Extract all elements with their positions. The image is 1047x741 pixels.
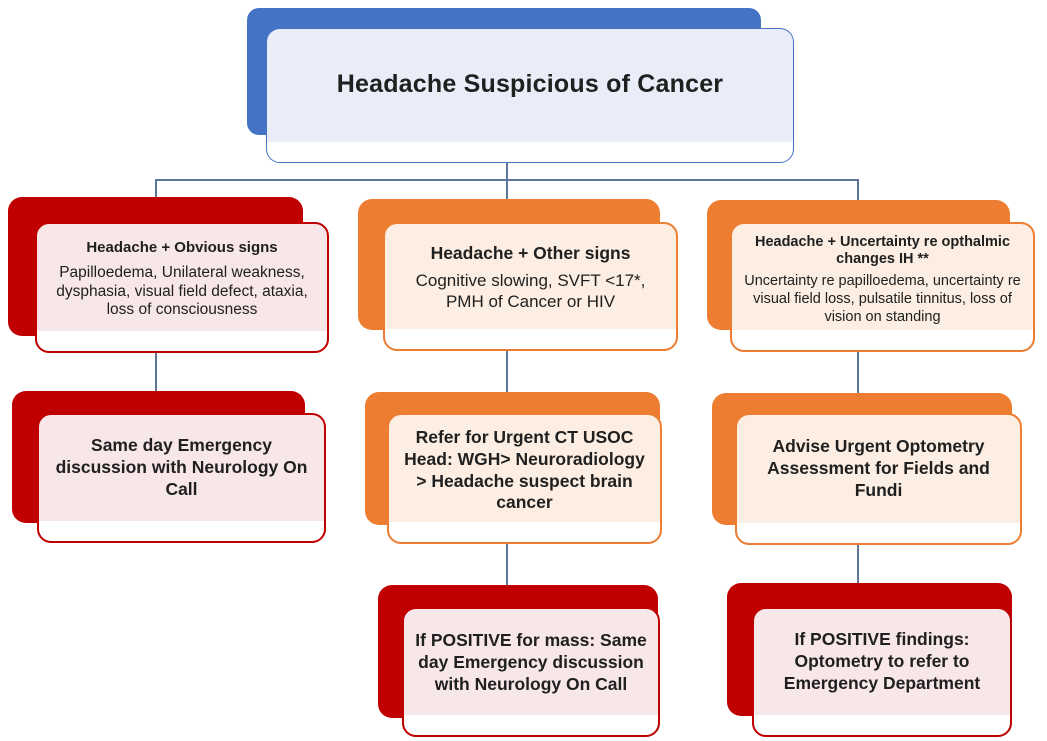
box-optometry-assessment: Advise Urgent Optometry Assessment for F… [712, 393, 1022, 545]
connector-middle-row1-row2 [506, 345, 508, 420]
connector-left-row1-row2 [155, 345, 157, 420]
box-action-text: If POSITIVE findings: Optometry to refer… [783, 629, 981, 693]
box-positive-findings: If POSITIVE findings: Optometry to refer… [727, 583, 1012, 737]
connector-right-row2-row3 [857, 535, 859, 615]
box-action-text: If POSITIVE for mass: Same day Emergency… [415, 630, 647, 694]
box-ct-referral: Refer for Urgent CT USOC Head: WGH> Neur… [365, 392, 662, 544]
box-heading: Headache + Uncertainty re opthalmic chan… [754, 233, 1011, 267]
box-body: Papilloedema, Unilateral weakness, dysph… [56, 263, 308, 319]
connector-right-stub [857, 179, 859, 209]
box-action-text: Same day Emergency discussion with Neuro… [55, 435, 308, 499]
box-body: Uncertainty re papilloedema, uncertainty… [744, 273, 1021, 325]
box-neurology-on-call: Same day Emergency discussion with Neuro… [12, 391, 328, 545]
box-action-text: Refer for Urgent CT USOC Head: WGH> Neur… [404, 426, 645, 513]
box-obvious-signs: Headache + Obvious signs Papilloedema, U… [8, 197, 331, 355]
box-uncertainty-opthalmic: Headache + Uncertainty re opthalmic chan… [707, 200, 1037, 352]
box-heading: Headache + Obvious signs [86, 238, 278, 256]
connector-left-stub [155, 179, 157, 209]
box-heading: Headache + Other signs [430, 242, 631, 263]
box-positive-mass: If POSITIVE for mass: Same day Emergency… [378, 585, 660, 737]
connector-middle-stub [506, 179, 508, 209]
flowchart-title: Headache Suspicious of Cancer [336, 70, 724, 98]
box-other-signs: Headache + Other signs Cognitive slowing… [358, 199, 680, 351]
box-body: Cognitive slowing, SVFT <17*, PMH of Can… [415, 270, 646, 311]
box-action-text: Advise Urgent Optometry Assessment for F… [767, 436, 990, 500]
title-box: Headache Suspicious of Cancer [243, 8, 794, 163]
connector-middle-row2-row3 [506, 535, 508, 615]
connector-right-row1-row2 [857, 345, 859, 420]
